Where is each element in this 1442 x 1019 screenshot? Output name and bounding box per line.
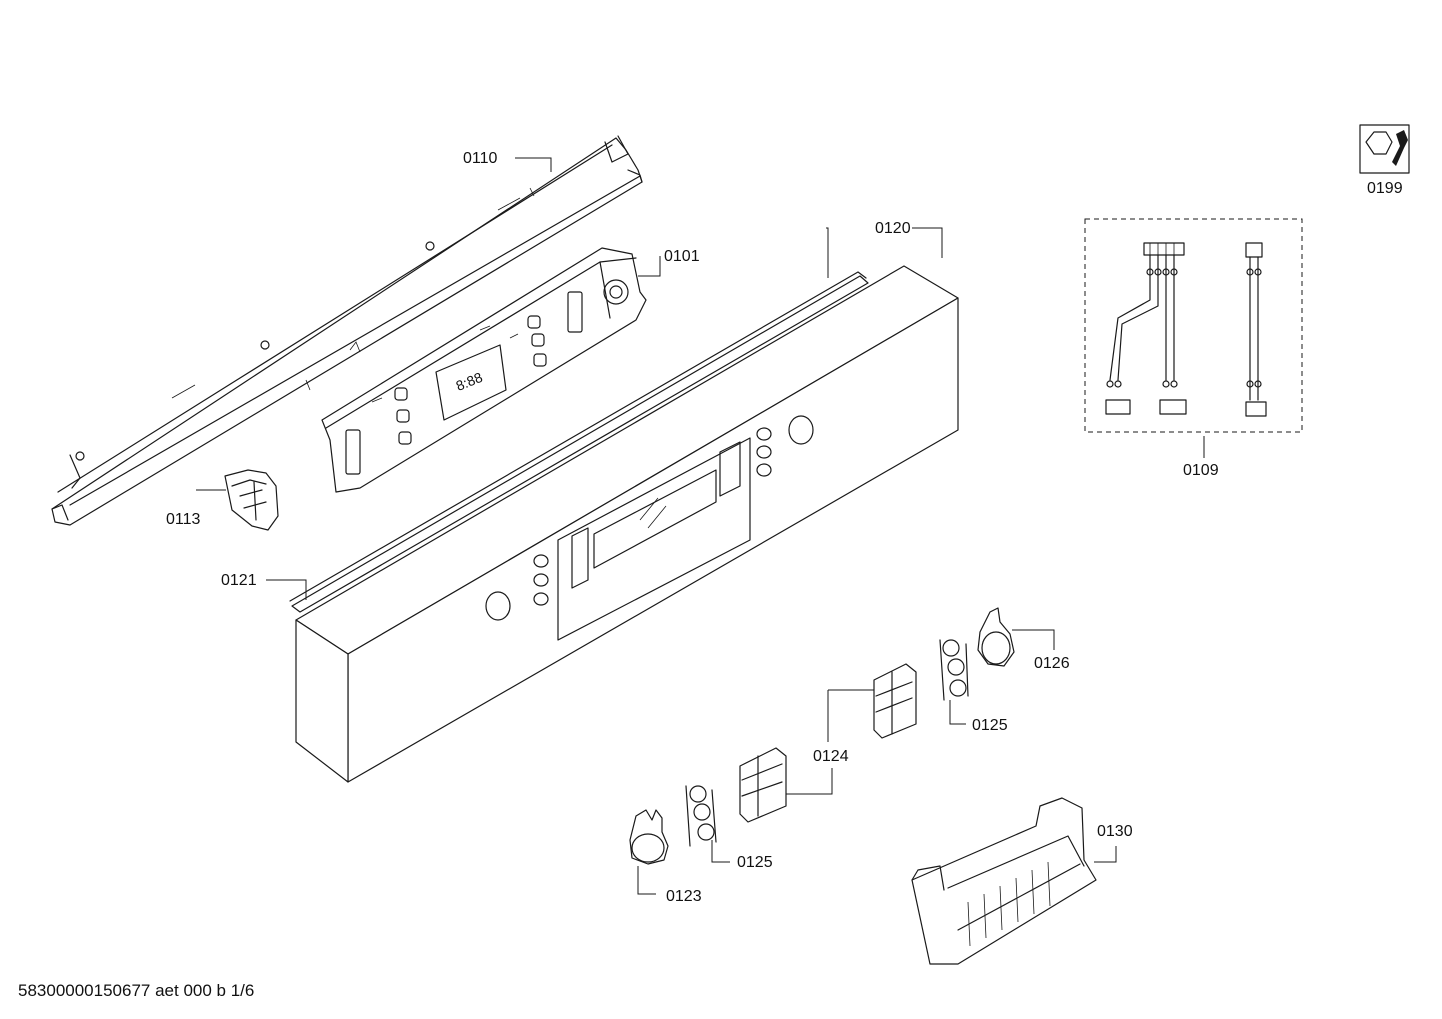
part-0113-clip <box>224 469 279 531</box>
part-0121-seal-strip <box>289 271 869 613</box>
callout-0123: 0123 <box>666 888 702 905</box>
part-0199-wrench-icon <box>1359 124 1410 174</box>
callout-0110: 0110 <box>463 150 498 167</box>
callout-0130: 0130 <box>1097 823 1133 840</box>
leader-lines <box>196 157 1205 895</box>
part-0124-upper-key-block <box>873 663 917 739</box>
callout-0199: 0199 <box>1367 180 1403 197</box>
callout-0121: 0121 <box>221 572 257 589</box>
part-0101-control-module: 8:88 <box>321 247 647 493</box>
part-0124-lower-key-block <box>739 747 787 823</box>
part-0109-cable-harness <box>1084 218 1303 433</box>
callout-0125-lower: 0125 <box>737 854 773 871</box>
callout-0101: 0101 <box>664 248 700 265</box>
part-0125-upper-buttons <box>939 639 969 701</box>
callout-0126: 0126 <box>1034 655 1070 672</box>
part-0126-knob <box>977 607 1015 667</box>
part-0120-fascia-panel <box>295 265 959 783</box>
part-0130-terminal-block <box>911 797 1097 965</box>
callout-0124: 0124 <box>813 748 849 765</box>
callout-0109: 0109 <box>1183 462 1219 479</box>
document-code: 58300000150677 aet 000 b 1/6 <box>18 981 255 1000</box>
callout-0120: 0120 <box>875 220 911 237</box>
part-0110-rail <box>51 135 643 526</box>
callout-0125-upper: 0125 <box>972 717 1008 734</box>
callout-0113: 0113 <box>166 511 201 528</box>
part-0125-lower-buttons <box>685 785 717 847</box>
part-0123-knob <box>629 809 669 865</box>
